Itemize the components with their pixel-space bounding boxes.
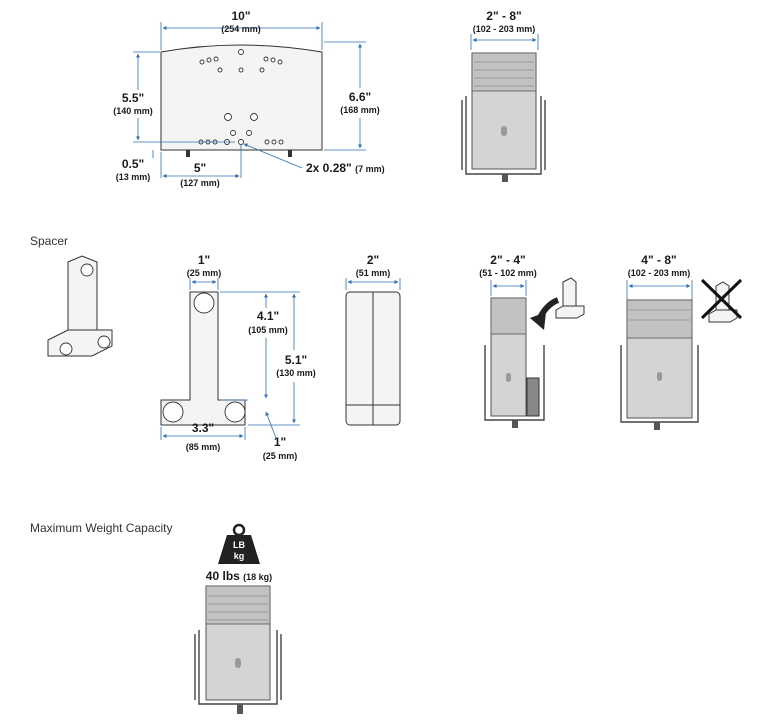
weight-cpu-drawing xyxy=(194,585,282,714)
plate-total-height-mm: (168 mm) xyxy=(340,105,380,115)
small-cpu-range-mm: (51 - 102 mm) xyxy=(479,268,537,278)
spacer-3d-drawing xyxy=(47,255,113,357)
small-cpu-range-in: 2" - 4" xyxy=(490,253,525,267)
cpu-range-in: 2" - 8" xyxy=(486,9,521,23)
no-spacer-icon xyxy=(700,278,743,323)
spacer-base-width-mm: (85 mm) xyxy=(186,442,221,452)
cpu-range-mm: (102 - 203 mm) xyxy=(473,24,536,34)
weight-icon-kg: kg xyxy=(234,551,245,561)
large-cpu-range-mm: (102 - 203 mm) xyxy=(628,268,691,278)
spacer-total-height-mm: (130 mm) xyxy=(276,368,316,378)
wall-plate xyxy=(160,44,323,151)
hole-spacing-in: 5" xyxy=(194,161,206,175)
weight-icon-lb: LB xyxy=(233,540,245,550)
spacer-total-height-in: 5.1" xyxy=(285,353,307,367)
spacer-upper-height-in: 4.1" xyxy=(257,309,279,323)
weight-icon: LB kg xyxy=(218,523,260,564)
spacer-foot-in: 1" xyxy=(274,435,286,449)
hole-callout-in: 2x 0.28" (7 mm) xyxy=(306,161,385,175)
plate-foot-left xyxy=(186,150,190,157)
large-cpu-drawing: 4" - 8" (102 - 203 mm) xyxy=(620,253,743,430)
small-cpu-drawing: 2" - 4" (51 - 102 mm) xyxy=(479,253,585,428)
plate-width-mm: (254 mm) xyxy=(221,24,261,34)
spacer-upper-height-mm: (105 mm) xyxy=(248,325,288,335)
spacer-side-width-mm: (51 mm) xyxy=(356,268,391,278)
weight-value: 40 lbs (18 kg) xyxy=(206,569,272,583)
spacer-side-drawing: 2" (51 mm) xyxy=(345,253,401,426)
weight-section-label: Maximum Weight Capacity xyxy=(30,521,173,535)
spacer-front-drawing: 1" (25 mm) 4.1" (105 mm) 5.1" (130 mm) 3… xyxy=(160,253,316,461)
hole-spacing-mm: (127 mm) xyxy=(180,178,220,188)
plate-height-mm: (140 mm) xyxy=(113,106,153,116)
wall-plate-drawing: 10" (254 mm) 5.5" (140 mm) 6.6" (168 mm)… xyxy=(113,9,384,188)
spacer-foot-mm: (25 mm) xyxy=(263,451,298,461)
plate-foot-right xyxy=(288,150,292,157)
plate-height-in: 5.5" xyxy=(122,91,144,105)
plate-offset-mm: (13 mm) xyxy=(116,172,151,182)
plate-total-height-in: 6.6" xyxy=(349,90,371,104)
spacer-width-mm: (25 mm) xyxy=(187,268,222,278)
large-cpu-range-in: 4" - 8" xyxy=(641,253,676,267)
plate-offset-in: 0.5" xyxy=(122,157,144,171)
cpu-holder-range-drawing: 2" - 8" (102 - 203 mm) xyxy=(461,9,546,182)
spacer-side-width-in: 2" xyxy=(367,253,379,267)
spacer-width-in: 1" xyxy=(198,253,210,267)
spacer-base-width-in: 3.3" xyxy=(192,421,214,435)
spacer-section-label: Spacer xyxy=(30,234,68,248)
plate-width-in: 10" xyxy=(231,9,250,23)
